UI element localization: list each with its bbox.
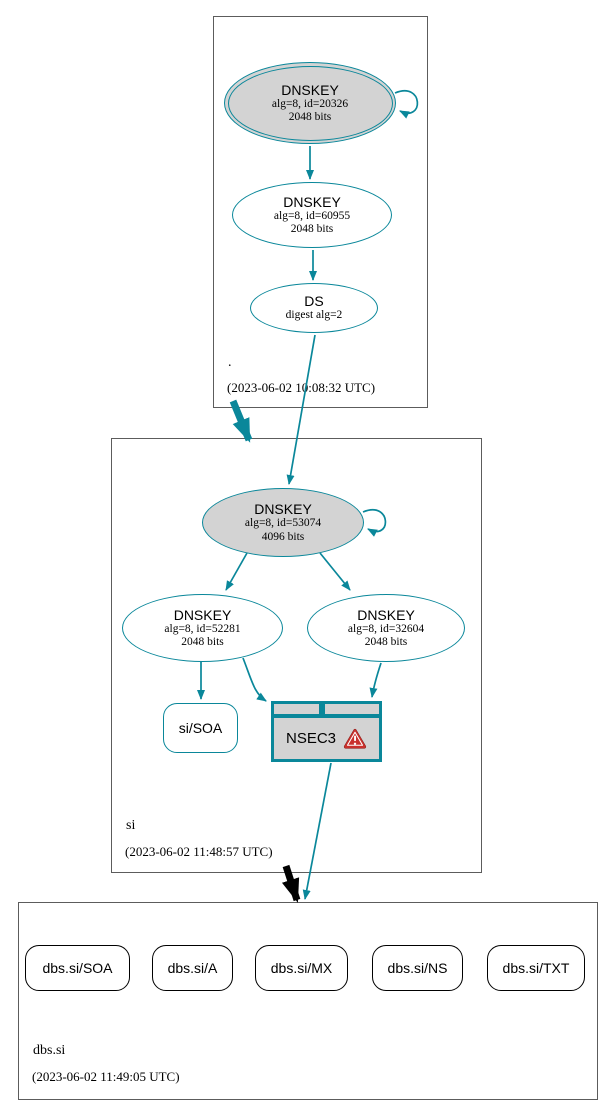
zone-label-si: si [126, 818, 136, 833]
node-size: 2048 bits [181, 636, 224, 649]
zone-box-root [213, 16, 428, 408]
node-si-zsk1-dnskey[interactable]: DNSKEY alg=8, id=52281 2048 bits [122, 594, 283, 662]
rrset-label: dbs.si/TXT [502, 960, 570, 976]
zone-timestamp-dbs-si: (2023-06-02 11:49:05 UTC) [32, 1069, 180, 1084]
zone-box-dbs-si [18, 902, 598, 1100]
zone-timestamp-si: (2023-06-02 11:48:57 UTC) [125, 844, 273, 859]
nsec3-label: NSEC3 [285, 730, 337, 747]
node-root-zsk-dnskey[interactable]: DNSKEY alg=8, id=60955 2048 bits [232, 182, 392, 248]
zone-label-root: . [228, 355, 232, 370]
node-attrs: digest alg=2 [285, 309, 343, 322]
nsec3-header-cell-right [325, 704, 379, 714]
node-title: DNSKEY [357, 606, 415, 623]
node-attrs: alg=8, id=20326 [271, 97, 349, 110]
node-si-ksk-dnskey[interactable]: DNSKEY alg=8, id=53074 4096 bits [202, 488, 364, 557]
node-size: 2048 bits [290, 223, 334, 236]
node-attrs: alg=8, id=60955 [273, 209, 351, 222]
node-dbssi-txt-rrset[interactable]: dbs.si/TXT [487, 945, 585, 991]
node-si-zsk2-dnskey[interactable]: DNSKEY alg=8, id=32604 2048 bits [307, 594, 465, 662]
node-title: DNSKEY [283, 193, 341, 210]
node-title: DNSKEY [281, 81, 339, 98]
node-dbssi-mx-rrset[interactable]: dbs.si/MX [255, 945, 348, 991]
node-dbssi-a-rrset[interactable]: dbs.si/A [152, 945, 233, 991]
rrset-label: si/SOA [178, 720, 223, 736]
node-dbssi-ns-rrset[interactable]: dbs.si/NS [372, 945, 463, 991]
node-size: 2048 bits [288, 111, 332, 124]
node-si-nsec3[interactable]: NSEC3 [271, 701, 382, 762]
node-size: 2048 bits [364, 636, 408, 649]
zone-label-dbs-si: dbs.si [33, 1043, 66, 1058]
node-title: DNSKEY [254, 501, 312, 518]
rrset-label: dbs.si/NS [387, 960, 448, 976]
node-title: DS [304, 293, 324, 310]
node-root-ds[interactable]: DS digest alg=2 [250, 283, 378, 333]
node-root-ksk-dnskey[interactable]: DNSKEY alg=8, id=20326 2048 bits [224, 62, 396, 144]
node-attrs: alg=8, id=32604 [347, 622, 425, 635]
node-attrs: alg=8, id=53074 [244, 517, 322, 530]
zone-timestamp-root: (2023-06-02 10:08:32 UTC) [227, 380, 376, 395]
node-si-soa-rrset[interactable]: si/SOA [163, 703, 238, 753]
nsec3-body: NSEC3 [274, 718, 379, 759]
node-size: 4096 bits [261, 530, 305, 543]
node-attrs: alg=8, id=52281 [164, 622, 241, 635]
rrset-label: dbs.si/A [167, 960, 218, 976]
warning-triangle-icon [343, 728, 367, 749]
node-dbssi-soa-rrset[interactable]: dbs.si/SOA [25, 945, 130, 991]
nsec3-header-cell-left [274, 704, 319, 714]
rrset-label: dbs.si/MX [270, 960, 333, 976]
node-title: DNSKEY [173, 606, 232, 623]
rrset-label: dbs.si/SOA [42, 960, 113, 976]
